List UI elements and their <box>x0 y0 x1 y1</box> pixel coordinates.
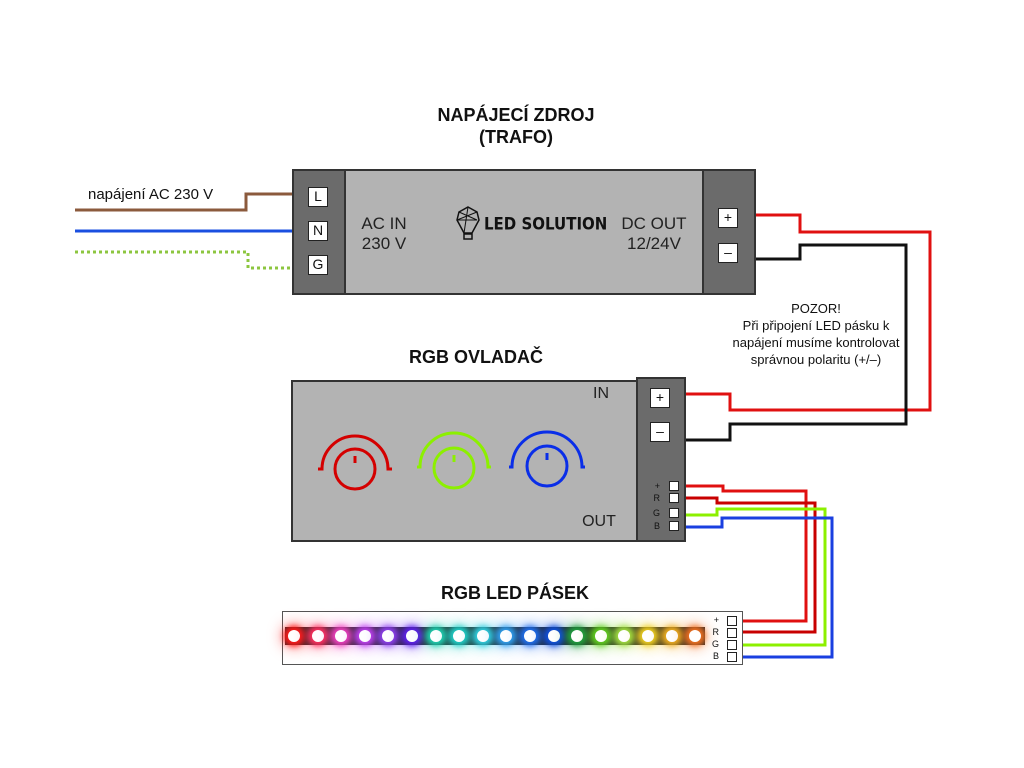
led <box>406 630 418 642</box>
wire-strip-red <box>684 496 817 634</box>
psu-terminal-l: L <box>308 187 328 207</box>
wire-strip-positive <box>684 484 808 623</box>
controller-pin-positive <box>669 481 679 491</box>
controller-pin-r <box>669 493 679 503</box>
brand-name: LED SOLUTION <box>484 214 608 234</box>
mains-label: napájení AC 230 V <box>88 186 214 203</box>
psu-input-label: AC IN 230 V <box>352 214 416 254</box>
strip-pin-label-g: G <box>711 639 719 649</box>
led <box>524 630 536 642</box>
wire-live <box>75 192 292 212</box>
strip-pin-g <box>727 640 737 650</box>
strip-pin-b <box>727 652 737 662</box>
led <box>335 630 348 642</box>
strip-pin-label-b: B <box>712 651 719 661</box>
led <box>358 630 371 642</box>
wire-dc-negative <box>684 243 908 442</box>
psu-input-label-line2: 230 V <box>361 234 407 253</box>
controller-pin-label-r: R <box>653 493 661 503</box>
controller-pin-label-positive: + <box>654 481 660 491</box>
led <box>311 630 324 642</box>
psu-output-label: DC OUT 12/24V <box>614 214 694 254</box>
psu-terminal-positive: + <box>718 208 738 228</box>
warning-title: POZOR! <box>791 301 841 316</box>
polarity-warning: POZOR! Při připojení LED pásku k napájen… <box>716 300 916 368</box>
led <box>547 630 560 642</box>
power-supply-title-line2: (TRAFO) <box>479 127 553 147</box>
psu-terminal-negative: – <box>718 243 738 263</box>
led <box>500 630 513 642</box>
rgb-led-strip: + R G B <box>282 611 743 665</box>
controller-pin-g <box>669 508 679 518</box>
wire-strip-blue <box>684 516 834 659</box>
led <box>476 630 489 642</box>
controller-title: RGB OVLADAČ <box>409 347 543 367</box>
controller-out-label: OUT <box>582 513 616 530</box>
bulb-icon <box>456 206 480 240</box>
wire-strip-green <box>684 507 827 647</box>
led <box>618 630 631 642</box>
led <box>453 630 466 642</box>
power-supply-title-line1: NAPÁJECÍ ZDROJ <box>437 105 595 125</box>
led <box>382 630 395 642</box>
strip-pin-positive <box>727 616 737 626</box>
led <box>665 630 678 642</box>
controller-knobs <box>318 430 585 491</box>
brand-logo: LED SOLUTION <box>456 206 607 242</box>
led <box>288 630 300 642</box>
strip-title: RGB LED PÁSEK <box>440 583 590 603</box>
led <box>571 630 584 642</box>
controller-terminal-negative: – <box>650 422 670 442</box>
psu-output-label-line2: 12/24V <box>627 234 681 253</box>
led <box>594 630 607 642</box>
led <box>689 630 702 642</box>
strip-pin-r <box>727 628 737 638</box>
strip-pin-label-positive: + <box>713 615 719 625</box>
psu-terminal-g: G <box>308 255 328 275</box>
led <box>429 630 442 642</box>
psu-body <box>344 169 704 295</box>
knob-blue-icon[interactable] <box>509 430 585 488</box>
controller-pin-label-b: B <box>653 521 660 531</box>
controller-terminal-positive: + <box>650 388 670 408</box>
warning-text: Při připojení LED pásku k napájení musím… <box>732 318 900 367</box>
knob-red-icon[interactable] <box>318 434 392 491</box>
led <box>642 630 654 642</box>
psu-input-label-line1: AC IN <box>361 214 407 233</box>
controller-in-label: IN <box>593 385 609 402</box>
psu-output-label-line1: DC OUT <box>621 214 687 233</box>
controller-pin-b <box>669 521 679 531</box>
power-supply-title: NAPÁJECÍ ZDROJ (TRAFO) <box>396 104 636 148</box>
strip-pin-label-r: R <box>712 627 720 637</box>
wire-dc-positive <box>684 213 932 412</box>
wire-ground <box>75 250 292 270</box>
knob-green-icon[interactable] <box>417 431 491 490</box>
psu-output-terminal-block <box>702 169 756 295</box>
controller-pin-label-g: G <box>652 508 660 518</box>
psu-terminal-n: N <box>308 221 328 241</box>
